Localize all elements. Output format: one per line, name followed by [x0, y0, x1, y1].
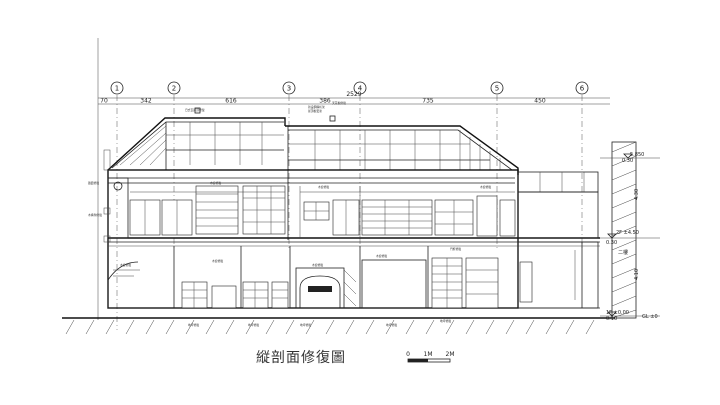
side-dim-5: 0.10	[606, 316, 617, 322]
roof-note-1: 日式瓦屋頂修復	[185, 108, 205, 112]
side-dim-2: 4.10	[634, 269, 640, 280]
side-dim-1: 4.30	[634, 189, 640, 200]
floor-note-3: 地坪修復	[300, 323, 311, 327]
room-1f-note-2: 木窗修復	[312, 263, 323, 267]
level-2f-note: 二樓	[618, 249, 628, 256]
scale-bar: 0 1M 2M	[406, 351, 455, 363]
span-dim-6: 450	[534, 98, 546, 105]
span-dim-2: 342	[140, 98, 152, 105]
drawing-title: 縦剖面修復圖	[256, 349, 346, 366]
room-2f-note-3: 木窗修復	[480, 185, 491, 189]
floor-note-4: 地坪修復	[386, 323, 397, 327]
neighbor-wall	[611, 141, 637, 319]
floor-note-1: 地坪修復	[188, 323, 199, 327]
side-dim-3: 0.30	[622, 158, 633, 164]
dimension-lines: 2529 70 342 616 386 735 450	[98, 91, 610, 105]
floor-note-2: 地坪修復	[248, 323, 259, 327]
span-dim-1: 70	[100, 98, 108, 105]
overall-dimension: 2529	[346, 91, 361, 98]
roof-note-4: 天花板修復	[332, 101, 346, 105]
roof-note-3: 屋頂板更新	[308, 109, 322, 113]
roof-notes: 日式瓦屋頂修復 新設鋼構桁架 屋頂板更新 天花板修復	[185, 101, 346, 113]
scale-label-1: 1M	[424, 351, 433, 358]
scale-label-2: 2M	[446, 351, 455, 358]
scale-label-0: 0	[406, 351, 410, 358]
axis-bubbles: 1 2 3 4 5 6	[110, 81, 589, 95]
room-notes: 牆面修復 木構件修復 木窗修復 木窗修復 木窗修復 木窗修復 木窗修復 木窗修復…	[88, 181, 491, 327]
level-markers: 5.850 2F ±4.50 二樓 1F ±0.00 GL ±0 4.30 4.…	[600, 152, 660, 322]
left-note-1: 牆面修復	[88, 181, 99, 185]
axis-label-5: 5	[495, 85, 499, 93]
span-dim-3: 616	[225, 98, 237, 105]
level-gl: GL ±0	[642, 314, 658, 320]
building-body	[103, 149, 600, 309]
span-dim-5: 735	[422, 98, 434, 105]
axis-label-2: 2	[172, 85, 176, 93]
ground	[62, 307, 615, 335]
room-2f-note-1: 木窗修復	[210, 181, 221, 185]
left-note-2: 木構件修復	[88, 213, 102, 217]
axis-label-3: 3	[287, 85, 291, 93]
level-roof: 5.850	[630, 152, 644, 158]
grid-axes	[97, 38, 583, 330]
room-1f-note-4: 門框修復	[450, 247, 461, 251]
side-dim-4: 0.30	[606, 240, 617, 246]
room-2f-note-2: 木窗修復	[318, 185, 329, 189]
floor-note-5: 地坪修復	[440, 319, 451, 323]
axis-label-4: 4	[358, 85, 363, 93]
left-1f-note: 木窗修復	[120, 263, 131, 267]
axis-label-6: 6	[580, 85, 585, 93]
roof-note-2: 新設鋼構桁架	[308, 105, 325, 109]
level-2f: 2F ±4.50	[616, 230, 639, 236]
level-1f: 1F ±0.00	[606, 310, 629, 316]
room-1f-note-3: 木窗修復	[376, 254, 387, 258]
room-1f-note-1: 木窗修復	[212, 259, 223, 263]
span-dim-4: 386	[319, 98, 331, 105]
axis-label-1: 1	[115, 85, 119, 93]
